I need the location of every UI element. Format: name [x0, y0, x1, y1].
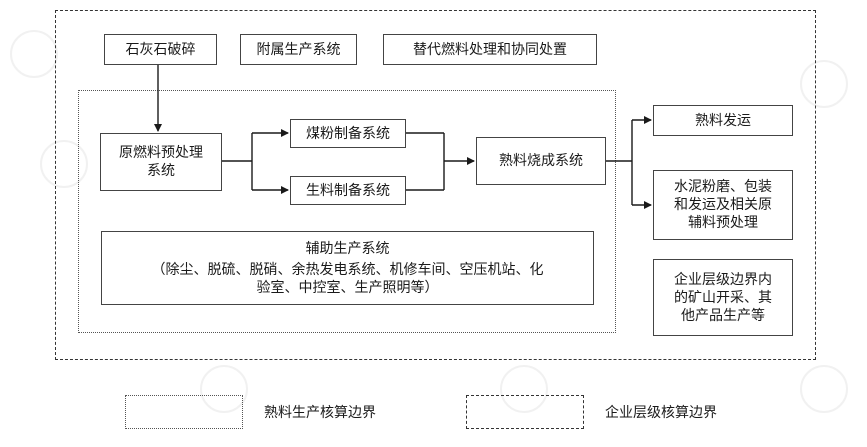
watermark-mark — [200, 365, 248, 413]
legend-swatch-clinker-boundary — [125, 395, 243, 429]
node-raw-meal: 生料制备系统 — [290, 176, 406, 205]
node-label: 熟料烧成系统 — [499, 153, 583, 169]
node-clinker-dispatch: 熟料发运 — [653, 105, 793, 136]
legend-label-enterprise-boundary: 企业层级核算边界 — [605, 405, 717, 421]
node-enterprise-mining: 企业层级边界内 的矿山开采、其 他产品生产等 — [653, 259, 793, 336]
node-label-line: 系统 — [147, 163, 175, 179]
node-label-line: 原燃料预处理 — [119, 145, 203, 161]
watermark-mark — [10, 30, 58, 78]
node-auxiliary-system: 辅助生产系统 （除尘、脱硫、脱硝、余热发电系统、机修车间、空压机站、化 验室、中… — [101, 231, 594, 305]
node-label-line: （除尘、脱硫、脱硝、余热发电系统、机修车间、空压机站、化 — [151, 261, 544, 278]
node-label-line: 的矿山开采、其 — [674, 289, 772, 306]
clinker-boundary-frame — [78, 90, 616, 333]
node-label: 煤粉制备系统 — [306, 125, 390, 142]
node-label-line: 辅助生产系统 — [305, 240, 390, 257]
node-label-line: 验室、中控室、生产照明等） — [256, 279, 439, 296]
node-label-line: 和发运及相关原 — [674, 197, 772, 213]
node-limestone-crushing: 石灰石破碎 — [104, 34, 217, 65]
watermark-mark — [500, 365, 548, 413]
node-label-line: 他产品生产等 — [681, 307, 765, 324]
node-cement-grinding: 水泥粉磨、包装 和发运及相关原 辅料预处理 — [653, 170, 793, 240]
watermark-mark — [800, 365, 848, 413]
node-clinker-burning: 熟料烧成系统 — [476, 137, 606, 185]
node-label: 石灰石破碎 — [125, 41, 196, 58]
legend-label-clinker-boundary: 熟料生产核算边界 — [264, 405, 376, 421]
node-label: 熟料发运 — [695, 112, 751, 129]
legend-swatch-enterprise-boundary — [466, 395, 584, 429]
node-auxiliary-production: 附属生产系统 — [240, 34, 357, 65]
node-coal-mill: 煤粉制备系统 — [290, 119, 406, 148]
node-label-line: 水泥粉磨、包装 — [674, 179, 772, 195]
node-label: 生料制备系统 — [306, 182, 390, 199]
node-label: 附属生产系统 — [256, 41, 341, 58]
node-alternative-fuel: 替代燃料处理和协同处置 — [383, 34, 597, 65]
node-label: 替代燃料处理和协同处置 — [413, 41, 567, 58]
enterprise-boundary-frame — [55, 10, 816, 360]
node-label-line: 辅料预处理 — [688, 215, 758, 231]
watermark-mark — [40, 140, 88, 188]
node-label-line: 企业层级边界内 — [674, 271, 772, 288]
watermark-mark — [800, 60, 848, 108]
node-raw-fuel-pretreatment: 原燃料预处理 系统 — [100, 133, 222, 191]
